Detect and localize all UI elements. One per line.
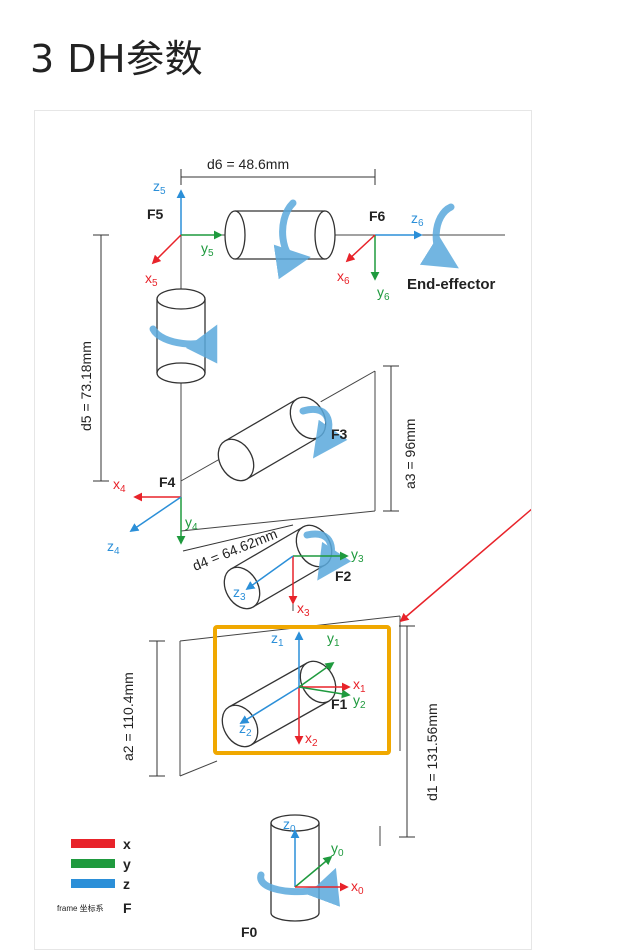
legend-frame-symbol: F xyxy=(123,900,132,916)
axis-z6: z6 xyxy=(411,210,424,229)
frame-0-axes xyxy=(290,829,349,892)
axis-z4: z4 xyxy=(107,538,120,557)
axis-x5: x5 xyxy=(145,270,158,289)
axis-z5: z5 xyxy=(153,178,166,197)
axis-y0: y0 xyxy=(331,840,344,859)
axis-y3: y3 xyxy=(351,546,364,565)
axis-x0: x0 xyxy=(351,878,364,897)
frame-label-f4: F4 xyxy=(159,474,176,490)
legend-x: x xyxy=(123,836,131,852)
axis-y5: y5 xyxy=(201,240,214,259)
axis-x4: x4 xyxy=(113,476,126,495)
page-title: 3 DH参数 xyxy=(30,37,204,81)
legend-frame-label: frame 坐标系 xyxy=(57,903,104,913)
frame-label-f1: F1 xyxy=(331,696,348,712)
legend-z: z xyxy=(123,876,130,892)
joint-cylinder-3 xyxy=(217,396,329,482)
axis-x3: x3 xyxy=(297,600,310,619)
axis-z2: z2 xyxy=(239,720,252,739)
axis-y2: y2 xyxy=(353,692,366,711)
axis-y4: y4 xyxy=(185,514,198,533)
axis-x1: x1 xyxy=(353,676,366,695)
dh-diagram: d6 = 48.6mm d5 = 73.18mm a3 = 96mm d4 = … xyxy=(57,156,531,940)
dim-d5: d5 = 73.18mm xyxy=(78,341,94,431)
dim-a2: a2 = 110.4mm xyxy=(120,672,136,761)
legend-y: y xyxy=(123,856,131,872)
frame-1-axes xyxy=(239,631,351,745)
dim-d1: d1 = 131.56mm xyxy=(424,703,440,801)
axis-y6: y6 xyxy=(377,284,390,303)
frame-label-f6: F6 xyxy=(369,208,386,224)
end-effector-label: End-effector xyxy=(407,276,496,293)
dh-diagram-card: d6 = 48.6mm d5 = 73.18mm a3 = 96mm d4 = … xyxy=(34,110,532,950)
frame-label-f2: F2 xyxy=(335,568,352,584)
dim-d6: d6 = 48.6mm xyxy=(207,156,289,172)
axis-x6: x6 xyxy=(337,268,350,287)
dim-a3: a3 = 96mm xyxy=(402,419,418,489)
axis-x2: x2 xyxy=(305,730,318,749)
joint-cylinder-5 xyxy=(156,288,206,384)
frame-label-f3: F3 xyxy=(331,426,348,442)
axis-z0: z0 xyxy=(283,816,296,835)
frame-6-axes xyxy=(345,230,423,281)
frame-label-f5: F5 xyxy=(147,206,164,222)
highlight-arrow xyxy=(399,508,531,623)
legend xyxy=(71,839,115,888)
frame-4-axes xyxy=(129,492,186,545)
frame-2-axes xyxy=(245,551,349,605)
axis-y1: y1 xyxy=(327,630,340,649)
joint-cylinder-1 xyxy=(221,660,339,748)
dimension-lines xyxy=(93,169,415,838)
frame-5-axes xyxy=(151,189,223,265)
rotation-icons xyxy=(149,199,459,907)
highlight-box xyxy=(213,625,391,755)
frame-label-f0: F0 xyxy=(241,924,258,940)
axis-z1: z1 xyxy=(271,630,284,649)
axis-z3: z3 xyxy=(233,584,246,603)
